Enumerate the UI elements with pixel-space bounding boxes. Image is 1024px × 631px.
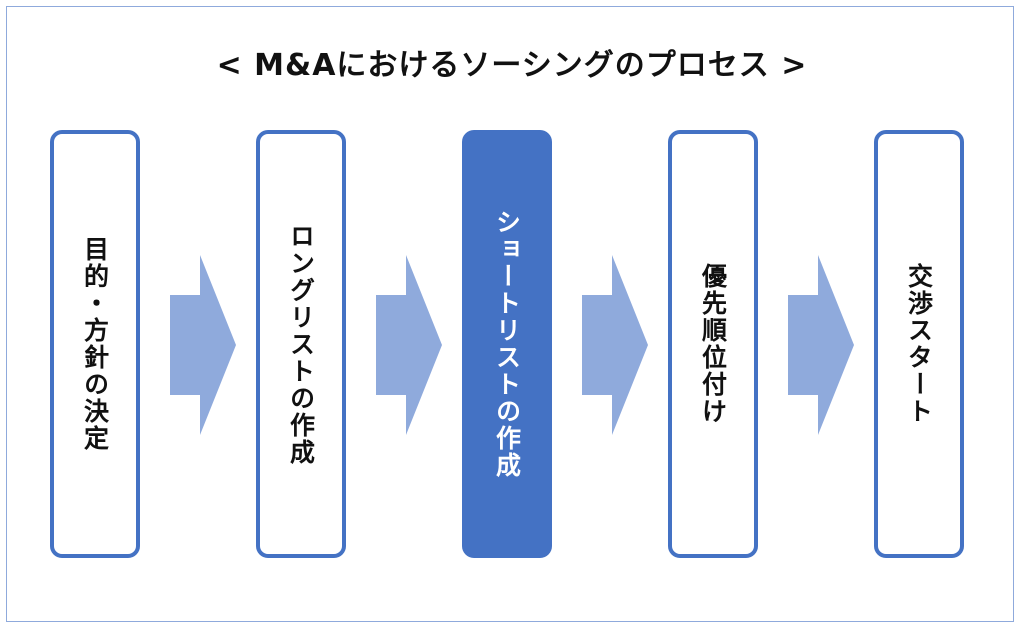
process-arrow-4 xyxy=(788,255,854,435)
process-arrow-3 xyxy=(582,255,648,435)
step-label-2: ロングリストの作成 xyxy=(286,222,316,466)
step-label-5: 交渉スタート xyxy=(904,263,934,425)
step-label-3: ショートリストの作成 xyxy=(492,209,522,479)
step-box-5: 交渉スタート xyxy=(874,130,964,558)
step-box-3: ショートリストの作成 xyxy=(462,130,552,558)
step-box-2: ロングリストの作成 xyxy=(256,130,346,558)
step-label-4: 優先順位付け xyxy=(698,263,728,425)
diagram-title: < M&Aにおけるソーシングのプロセス > xyxy=(216,48,808,83)
step-box-1: 目的・方針の決定 xyxy=(50,130,140,558)
step-label-1: 目的・方針の決定 xyxy=(80,236,110,452)
process-arrow-1 xyxy=(170,255,236,435)
step-box-4: 優先順位付け xyxy=(668,130,758,558)
process-arrow-2 xyxy=(376,255,442,435)
